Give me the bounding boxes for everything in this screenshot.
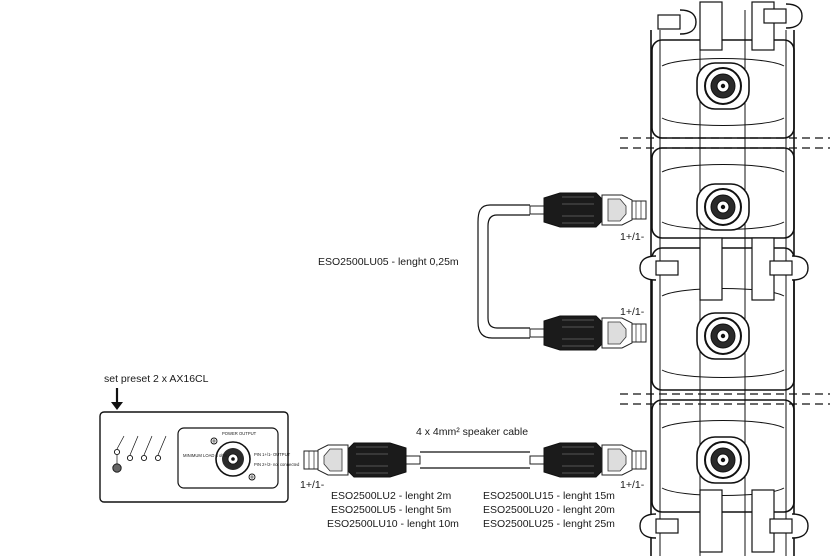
cable-plug-amp-side: [303, 442, 421, 478]
jumper-plug-upper: [529, 192, 647, 228]
speaker-cable: 4 x 4mm² speaker cable: [303, 426, 647, 478]
jumper-cable: ESO2500LU05 - lenght 0,25m: [318, 192, 647, 351]
jumper-plug-lower: [529, 315, 647, 351]
pin-label-amp: 1+/1-: [300, 479, 325, 491]
speaker-cabinet-4: [639, 399, 809, 553]
jumper-cable-label: ESO2500LU05 - lenght 0,25m: [318, 256, 459, 268]
pin-label-upper-2: 1+/1-: [620, 306, 645, 318]
cable-plug-speaker-side: [529, 442, 647, 478]
cable-model: ESO2500LU10 - lenght 10m: [327, 518, 459, 530]
pin-output-label: PIN 1+/1- OUTPUT: [254, 452, 291, 457]
pin-label-lower: 1+/1-: [620, 479, 645, 491]
cable-model: ESO2500LU5 - lenght 5m: [331, 504, 451, 516]
preset-selector: [112, 435, 167, 473]
power-output-socket: POWER OUTPUT MINIMUM LOAD 8 ohm PIN 1+/1…: [177, 427, 300, 489]
speaker-cabinet-2: [651, 147, 795, 239]
amplifier-panel: set preset 2 x AX16CL POWER OUTP: [99, 373, 300, 503]
speaker-cable-label: 4 x 4mm² speaker cable: [416, 426, 528, 438]
cable-models-left: ESO2500LU2 - lenght 2m ESO2500LU5 - leng…: [327, 490, 459, 530]
pin-label-upper-1: 1+/1-: [620, 231, 645, 243]
power-output-label: POWER OUTPUT: [222, 431, 257, 436]
cable-model: ESO2500LU15 - lenght 15m: [483, 490, 615, 502]
cable-model: ESO2500LU20 - lenght 20m: [483, 504, 615, 516]
cable-model: ESO2500LU2 - lenght 2m: [331, 490, 451, 502]
arrow-down-icon: [111, 388, 123, 410]
pin-nc-label: PIN 2+/2- not connected: [254, 462, 300, 467]
min-load-label: MINIMUM LOAD 8 ohm: [183, 453, 228, 458]
speaker-array: [620, 1, 830, 556]
break-lines: [620, 137, 830, 405]
speaker-cabinet-3: [639, 237, 809, 391]
cable-model: ESO2500LU25 - lenght 25m: [483, 518, 615, 530]
preset-label: set preset 2 x AX16CL: [104, 373, 209, 385]
speaker-cabinet-1: [651, 1, 803, 139]
cable-models-right: ESO2500LU15 - lenght 15m ESO2500LU20 - l…: [483, 490, 615, 530]
